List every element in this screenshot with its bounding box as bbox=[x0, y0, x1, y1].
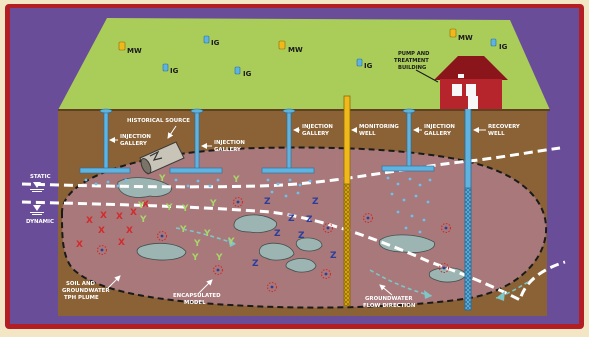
z-mark: Z bbox=[306, 215, 313, 225]
building-label-line2: TREATMENT bbox=[394, 58, 429, 64]
y-mark: Y bbox=[193, 239, 201, 249]
injection-gallery-label-1b: GALLERY bbox=[120, 141, 147, 147]
recovery-well-label-b: WELL bbox=[488, 131, 505, 137]
x-mark: X bbox=[100, 211, 107, 221]
x-mark: X bbox=[76, 240, 83, 250]
y-mark: Y bbox=[203, 229, 211, 239]
x-mark: X bbox=[98, 226, 105, 236]
x-mark: X bbox=[118, 238, 125, 248]
y-mark: Y bbox=[215, 253, 223, 263]
ig-label-4: IG bbox=[364, 62, 373, 70]
flow-direction-label-b: FLOW DIRECTION bbox=[363, 303, 416, 309]
injection-gallery-label-4a: INJECTION bbox=[424, 124, 455, 130]
y-mark: Y bbox=[137, 201, 145, 211]
x-mark: X bbox=[116, 212, 123, 222]
injection-gallery-label-3b: GALLERY bbox=[302, 131, 329, 137]
y-mark: Y bbox=[209, 199, 217, 209]
ig-label-3: IG bbox=[243, 70, 252, 78]
y-mark: Y bbox=[165, 203, 173, 213]
x-mark: X bbox=[126, 226, 133, 236]
y-mark: Y bbox=[139, 215, 147, 225]
injection-gallery-label-2b: GALLERY bbox=[214, 147, 241, 153]
monitoring-well-label-a: MONITORING bbox=[359, 124, 399, 130]
static-label: STATIC bbox=[30, 174, 51, 180]
plume-label-a: SOIL AND bbox=[66, 281, 95, 287]
z-mark: Z bbox=[264, 197, 271, 207]
z-mark: Z bbox=[312, 197, 319, 207]
mw-label-2: MW bbox=[288, 46, 303, 54]
injection-gallery-label-1a: INJECTION bbox=[120, 134, 151, 140]
plume-label-b: GROUNDWATER bbox=[62, 288, 110, 294]
building-label-line1: PUMP AND bbox=[398, 51, 430, 57]
z-mark: Z bbox=[288, 214, 295, 224]
injection-gallery-label-3a: INJECTION bbox=[302, 124, 333, 130]
plume-label-c: TPH PLUME bbox=[64, 295, 99, 301]
flow-direction-label-a: GROUNDWATER bbox=[365, 296, 413, 302]
encapsulated-label-a: ENCAPSULATED bbox=[173, 293, 221, 299]
monitoring-well bbox=[344, 96, 350, 306]
y-mark: Y bbox=[191, 253, 199, 263]
z-mark: Z bbox=[330, 251, 337, 261]
recovery-well bbox=[465, 86, 471, 310]
z-mark: Z bbox=[298, 231, 305, 241]
injection-gallery-label-4b: GALLERY bbox=[424, 131, 451, 137]
mw-label-3: MW bbox=[458, 34, 473, 42]
recovery-well-label-a: RECOVERY bbox=[488, 124, 520, 130]
dynamic-label: DYNAMIC bbox=[26, 219, 54, 225]
y-mark: Y bbox=[179, 225, 187, 235]
y-mark: Y bbox=[181, 204, 189, 214]
z-mark: Z bbox=[252, 259, 259, 269]
ig-label-1: IG bbox=[211, 39, 220, 47]
x-mark: X bbox=[130, 208, 137, 218]
encapsulated-label-b: MODEL bbox=[184, 300, 206, 306]
historical-source-label: HISTORICAL SOURCE bbox=[127, 118, 190, 124]
y-mark: Y bbox=[158, 174, 166, 184]
y-mark: Y bbox=[227, 237, 235, 247]
z-mark: Z bbox=[274, 229, 281, 239]
y-mark: Y bbox=[232, 175, 240, 185]
injection-gallery-label-2a: INJECTION bbox=[214, 140, 245, 146]
monitoring-well-label-b: WELL bbox=[359, 131, 376, 137]
mw-label-1: MW bbox=[127, 47, 142, 55]
building-label-line3: BUILDING bbox=[398, 65, 426, 71]
ig-label-5: IG bbox=[499, 43, 508, 51]
x-mark: X bbox=[86, 216, 93, 226]
ig-label-2: IG bbox=[170, 67, 179, 75]
